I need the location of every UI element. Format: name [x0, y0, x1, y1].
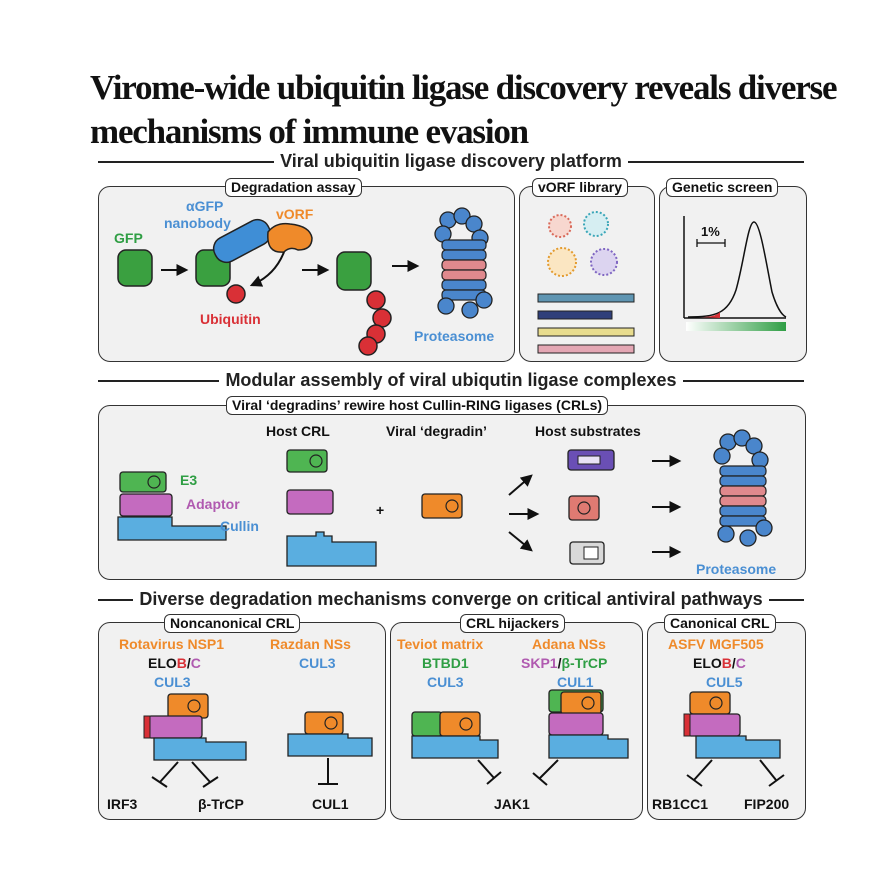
viral-degradin-label: Viral ‘degradin’	[386, 423, 487, 439]
proteasome-icon-2	[713, 429, 773, 547]
teviot-cul3-label: CUL3	[427, 674, 464, 690]
agfp-label: αGFP	[186, 198, 224, 214]
proteasome-arrows	[652, 455, 682, 558]
ubiquitin-label: Ubiquitin	[200, 311, 261, 327]
noncanonical-label: Noncanonical CRL	[164, 614, 301, 633]
crl-assembly-key	[117, 471, 227, 541]
btbd1-label: BTBD1	[422, 655, 469, 671]
vorf-label: vORF	[276, 206, 314, 222]
section2-heading-text: Modular assembly of viral ubiqutin ligas…	[219, 370, 683, 390]
host-substrates	[567, 449, 615, 565]
gfp-protein	[117, 249, 153, 287]
asfv-adaptor-label: ELOB/C	[693, 655, 746, 671]
rb1cc1-target: RB1CC1	[652, 796, 709, 812]
rota-c: C	[190, 655, 201, 671]
razdan-complex	[287, 711, 373, 785]
genetic-screen-label: Genetic screen	[666, 178, 779, 197]
vorf-bars	[537, 293, 635, 354]
screen-histogram	[683, 216, 787, 331]
cullin-label: Cullin	[220, 518, 259, 534]
fip200-target: FIP200	[744, 796, 790, 812]
gfp-nanobody-vorf-complex	[195, 218, 313, 287]
title-line-1: Virome-wide ubiquitin ligase discovery r…	[90, 68, 838, 107]
btrcp-target: β-TrCP	[198, 796, 244, 812]
section1-heading-text: Viral ubiquitin ligase discovery platfor…	[274, 151, 628, 171]
host-crl-parts	[286, 449, 377, 567]
proteasome-label-2: Proteasome	[696, 561, 777, 577]
rotavirus-complex	[143, 693, 247, 788]
adana-skp1: SKP1	[521, 655, 558, 671]
irf3-target: IRF3	[107, 796, 138, 812]
cul1-target: CUL1	[312, 796, 349, 812]
e3-label: E3	[180, 472, 198, 488]
vorf-library-label: vORF library	[532, 178, 629, 197]
asfv-cul5-label: CUL5	[706, 674, 743, 690]
teviot-complex	[411, 711, 502, 785]
asfv-c: C	[735, 655, 746, 671]
adana-complex	[532, 689, 629, 786]
adana-btrcp: β-TrCP	[561, 655, 608, 671]
rota-slash: /	[186, 655, 191, 671]
canonical-label: Canonical CRL	[664, 614, 776, 633]
section3-heading: Diverse degradation mechanisms converge …	[98, 589, 804, 609]
adana-cul1-label: CUL1	[557, 674, 594, 690]
ubiquitinated-gfp	[336, 251, 392, 356]
asfv-b: B	[721, 655, 732, 671]
rota-b: B	[176, 655, 187, 671]
razdan-cul3-label: CUL3	[299, 655, 336, 671]
hijackers-label: CRL hijackers	[460, 614, 566, 633]
asfv-slash: /	[731, 655, 736, 671]
adana-nss-label: Adana NSs	[532, 636, 606, 652]
section1-heading: Viral ubiquitin ligase discovery platfor…	[98, 151, 804, 171]
adana-adaptor-label: SKP1/β-TrCP	[521, 655, 607, 671]
proteasome-label: Proteasome	[414, 328, 495, 344]
host-substrates-label: Host substrates	[535, 423, 641, 439]
asfv-complex	[683, 691, 785, 787]
nanobody-label: nanobody	[164, 215, 231, 231]
substrate-arrows	[508, 474, 540, 552]
proteasome-icon	[434, 207, 493, 319]
virus-icons	[547, 211, 618, 277]
adaptor-label: Adaptor	[186, 496, 240, 512]
rotavirus-nsp1-label: Rotavirus NSP1	[119, 636, 225, 652]
host-crl-label: Host CRL	[266, 423, 330, 439]
gfp-label: GFP	[114, 230, 143, 246]
degradation-assay-label: Degradation assay	[225, 178, 362, 197]
razdan-nss-label: Razdan NSs	[270, 636, 351, 652]
modular-assembly-panel	[98, 405, 806, 580]
modular-sublabel: Viral ‘degradins’ rewire host Cullin-RIN…	[226, 396, 609, 415]
title-line-2: mechanisms of immune evasion	[90, 112, 529, 151]
rota-elo: ELO	[148, 655, 177, 671]
one-percent-label: 1%	[701, 224, 720, 239]
asfv-mgf505-label: ASFV MGF505	[668, 636, 764, 652]
asfv-elo: ELO	[693, 655, 722, 671]
figure-title: Virome-wide ubiquitin ligase discovery r…	[90, 66, 850, 154]
ubiquitination-arrow	[249, 251, 285, 287]
rota-adaptor-label: ELOB/C	[148, 655, 201, 671]
adana-slash: /	[557, 655, 562, 671]
plus-sign: +	[376, 502, 385, 518]
ubiquitin-single	[226, 284, 246, 304]
rota-cul3-label: CUL3	[154, 674, 191, 690]
teviot-matrix-label: Teviot matrix	[397, 636, 484, 652]
section3-heading-text: Diverse degradation mechanisms converge …	[133, 589, 769, 609]
section2-heading: Modular assembly of viral ubiqutin ligas…	[98, 370, 804, 390]
jak1-target: JAK1	[494, 796, 530, 812]
viral-degradin-block	[421, 493, 463, 519]
